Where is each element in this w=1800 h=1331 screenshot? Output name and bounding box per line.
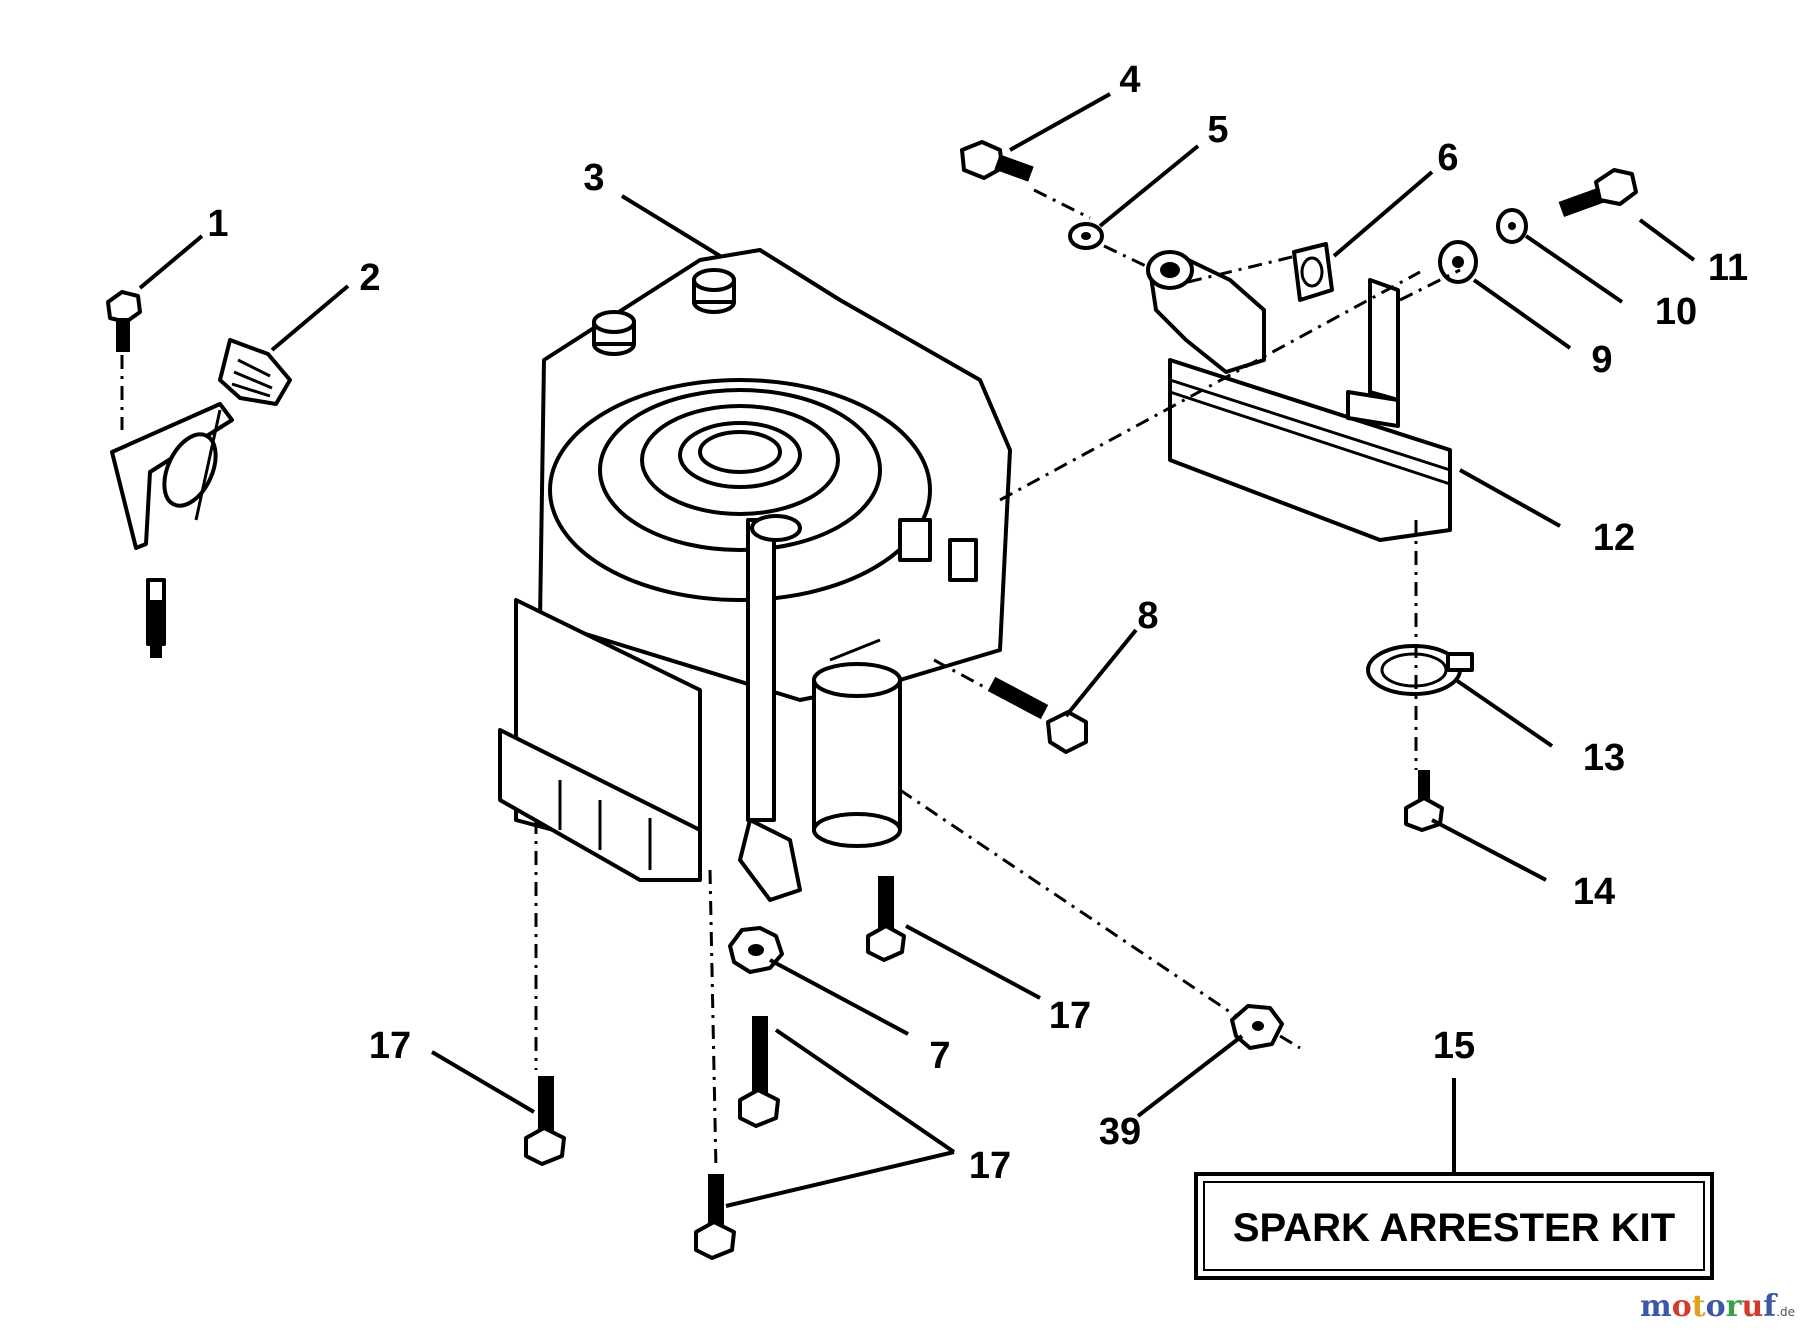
- assembly-lines: [534, 254, 1461, 1171]
- part-8-bolt: [933, 658, 1088, 754]
- part-2-control-bracket: [110, 338, 292, 658]
- callout-10: 10: [1655, 291, 1697, 333]
- callout-15: 15: [1433, 1025, 1475, 1067]
- part-6-gasket: [1292, 242, 1334, 302]
- part-11-bolt: [1558, 168, 1638, 218]
- callout-39: 39: [1099, 1111, 1141, 1153]
- watermark-text: motoruf.de: [1640, 1289, 1795, 1324]
- part-12-muffler: [1146, 250, 1452, 542]
- part-4-bolt: [960, 140, 1091, 220]
- callout-13: 13: [1583, 737, 1625, 779]
- callout-12: 12: [1593, 517, 1635, 559]
- callout-17-right: 17: [1049, 995, 1091, 1037]
- part-17-bolt-b: [738, 1016, 780, 1128]
- callout-17-left: 17: [369, 1025, 411, 1067]
- kit-label: SPARK ARRESTER KIT: [1233, 1206, 1675, 1250]
- part-13-spark-arrester-screen: [1366, 644, 1474, 696]
- callout-numbers: 1 2 3 4 5 6 7 8 9 10 11 12 13 14 15 17 1…: [207, 59, 1748, 1187]
- part-17-bolt-d: [694, 1174, 736, 1260]
- callout-1: 1: [207, 203, 228, 245]
- part-3-engine: [498, 248, 1012, 902]
- part-9-washer: [1438, 240, 1478, 284]
- callout-8: 8: [1137, 595, 1158, 637]
- leader-lines: [138, 92, 1696, 1208]
- part-7-lock-washer: [728, 926, 784, 974]
- callout-6: 6: [1437, 137, 1458, 179]
- spark-arrester-kit-box: SPARK ARRESTER KIT: [1194, 1172, 1714, 1280]
- callout-4: 4: [1119, 59, 1140, 101]
- callout-17-bottom: 17: [969, 1145, 1011, 1187]
- part-17-bolt-a: [866, 876, 906, 962]
- callout-3: 3: [583, 157, 604, 199]
- part-5-washer: [1068, 222, 1151, 270]
- part-17-bolt-c: [524, 1076, 566, 1166]
- callout-11: 11: [1708, 247, 1748, 289]
- callout-14: 14: [1573, 871, 1615, 913]
- callout-7: 7: [929, 1035, 950, 1077]
- part-1-bolt: [106, 290, 142, 430]
- callout-2: 2: [359, 257, 380, 299]
- callout-9: 9: [1591, 339, 1612, 381]
- part-10-washer: [1496, 208, 1528, 244]
- watermark-logo: motoruf.de: [1640, 1289, 1795, 1324]
- part-39-nut: [1230, 1004, 1284, 1050]
- callout-5: 5: [1207, 109, 1228, 151]
